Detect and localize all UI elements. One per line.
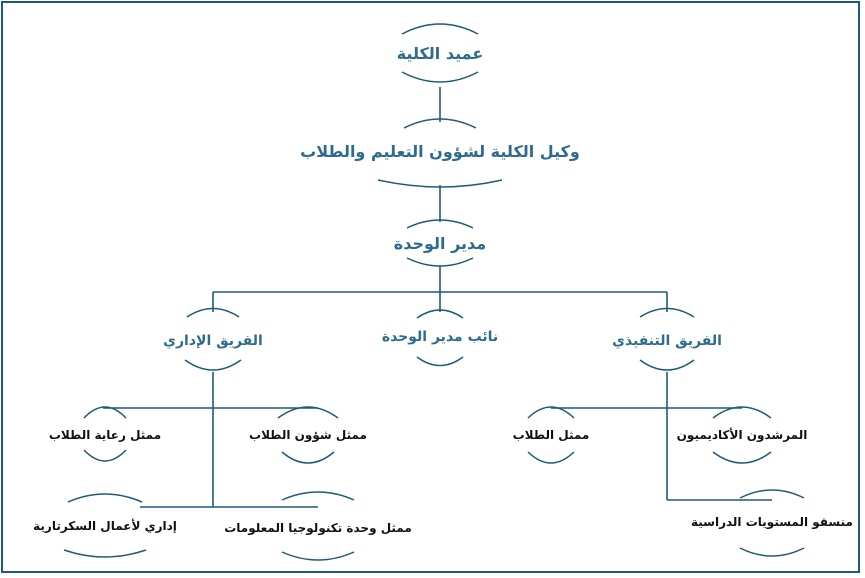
student-affairs-arc-top — [277, 406, 339, 419]
dean-arc-bottom — [401, 71, 479, 83]
node-students-representative: ممثل الطلاب — [513, 428, 590, 442]
node-labels: عميد الكلية وكيل الكلية لشؤون التعليم وا… — [33, 44, 853, 536]
node-academic-advisors: المرشدون الأكاديميون — [677, 427, 808, 443]
vice-dean-arc-top — [403, 118, 477, 129]
students-rep-arc-bottom — [527, 451, 575, 464]
students-rep-arc-top — [527, 406, 575, 419]
connector-lines — [103, 87, 772, 508]
node-secretarial-admin: إداري لأعمال السكرتارية — [33, 518, 177, 533]
advisors-arc-bottom — [712, 451, 772, 464]
it-rep-arc-bottom — [281, 551, 355, 561]
it-rep-arc-top — [281, 491, 355, 501]
coordinators-arc-top — [739, 489, 805, 499]
student-care-arc-bottom — [83, 449, 127, 462]
node-deputy-director: نائب مدير الوحدة — [382, 329, 498, 345]
vice-dean-arc-bottom — [377, 179, 503, 188]
node-dean: عميد الكلية — [397, 44, 484, 63]
node-unit-director: مدير الوحدة — [394, 234, 486, 253]
advisors-arc-top — [712, 406, 772, 419]
exec-team-arc-top — [639, 307, 695, 318]
dean-arc-top — [401, 23, 479, 35]
node-it-unit-rep: ممثل وحدة تكنولوجيا المعلومات — [224, 521, 412, 536]
secretarial-arc-bottom — [63, 549, 147, 558]
director-arc-bottom — [406, 257, 474, 267]
node-arcs — [63, 23, 805, 561]
secretarial-arc-top — [67, 493, 143, 503]
node-executive-team: الفريق التنفيذي — [612, 333, 722, 350]
director-arc-top — [406, 219, 474, 229]
node-administrative-team: الفريق الإداري — [163, 333, 263, 350]
student-care-arc-top — [83, 406, 127, 419]
deputy-arc-top — [416, 309, 464, 319]
admin-team-arc-bottom — [184, 359, 242, 371]
exec-team-arc-bottom — [639, 359, 695, 371]
admin-team-arc-top — [186, 307, 240, 318]
node-student-affairs-rep: ممثل شؤون الطلاب — [249, 428, 367, 443]
node-study-levels-coordinator: منسقو المستويات الدراسية — [691, 515, 853, 530]
student-affairs-arc-bottom — [281, 451, 335, 464]
node-vice-dean: وكيل الكلية لشؤون التعليم والطلاب — [300, 142, 580, 161]
coordinators-arc-bottom — [739, 547, 805, 557]
node-student-care-rep: ممثل رعاية الطلاب — [49, 428, 161, 442]
deputy-arc-bottom — [416, 356, 464, 367]
